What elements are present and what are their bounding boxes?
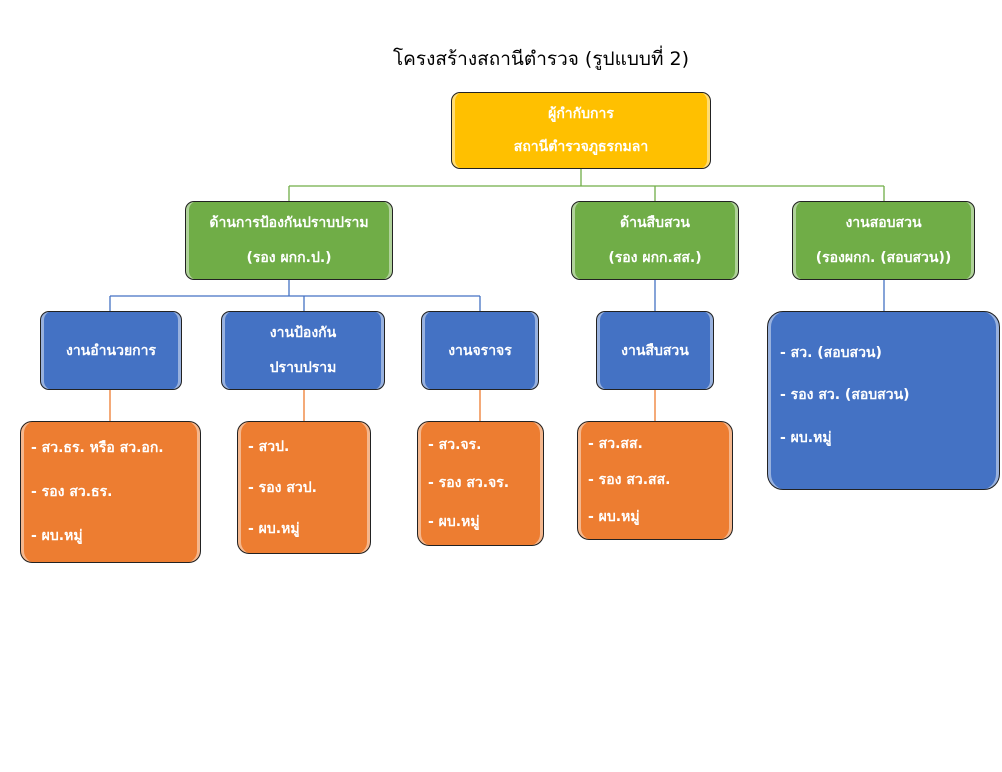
staff-item: - ผบ.หมู่ [588,508,640,525]
staff-item: - ผบ.หมู่ [428,513,480,530]
staff-item: - รอง สว.สส. [588,472,671,489]
staff-item: - สว.จร. [428,437,482,454]
unit-label-2: ปราบปราม [269,359,337,376]
staff-item: - รอง สวป. [248,479,317,496]
unit-label: งานอำนวยการ [65,342,157,359]
division-head: (รอง ผกก.สส.) [608,249,702,266]
superintendent-box[interactable]: ผู้กำกับการ สถานีตำรวจภูธรกมลา [451,92,711,169]
unit-label: งานจราจร [448,342,512,359]
staff-item: - สวป. [248,438,290,455]
division-inquiry[interactable]: งานสอบสวน (รองผกก. (สอบสวน)) [792,201,975,280]
staff-item: - รอง สว.ธร. [31,484,113,500]
division-prevention[interactable]: ด้านการป้องกันปราบปราม (รอง ผกก.ป.) [185,201,393,280]
staff-administration[interactable]: - สว.ธร. หรือ สว.อก. - รอง สว.ธร. - ผบ.ห… [20,421,201,563]
chart-title: โครงสร้างสถานีตำรวจ (รูปแบบที่ 2) [392,48,690,70]
division-investigation[interactable]: ด้านสืบสวน (รอง ผกก.สส.) [571,201,739,280]
division-label: ด้านการป้องกันปราบปราม [209,215,369,232]
staff-item: - ผบ.หมู่ [31,528,83,544]
connector-staff [109,390,656,421]
superintendent-title: ผู้กำกับการ [548,105,614,122]
station-name: สถานีตำรวจภูธรกมลา [513,139,649,156]
staff-traffic[interactable]: - สว.จร. - รอง สว.จร. - ผบ.หมู่ [417,421,544,546]
staff-item: - สว. (สอบสวน) [780,345,882,362]
division-label: งานสอบสวน [845,215,922,232]
division-head: (รองผกก. (สอบสวน)) [815,249,952,266]
connector-investigation [654,280,885,311]
staff-item: - สว.สส. [588,436,643,453]
staff-item: - ผบ.หมู่ [248,520,300,537]
connector-prevention [109,280,481,311]
staff-item: - รอง สว.จร. [428,475,510,492]
division-head: (รอง ผกก.ป.) [246,249,332,266]
unit-label: งานสืบสวน [621,342,689,359]
unit-traffic[interactable]: งานจราจร [421,311,539,390]
staff-item: - ผบ.หมู่ [780,429,832,446]
unit-prevention[interactable]: งานป้องกัน ปราบปราม [221,311,385,390]
staff-item: - สว.ธร. หรือ สว.อก. [31,440,164,456]
connector-top [288,169,885,201]
unit-investigation[interactable]: งานสืบสวน [596,311,714,390]
staff-prevention[interactable]: - สวป. - รอง สวป. - ผบ.หมู่ [237,421,371,554]
unit-administration[interactable]: งานอำนวยการ [40,311,182,390]
inquiry-staff-box[interactable]: - สว. (สอบสวน) - รอง สว. (สอบสวน) - ผบ.ห… [767,311,1000,490]
staff-investigation[interactable]: - สว.สส. - รอง สว.สส. - ผบ.หมู่ [577,421,733,540]
staff-item: - รอง สว. (สอบสวน) [780,387,910,404]
division-label: ด้านสืบสวน [620,215,690,232]
unit-label: งานป้องกัน [269,325,337,342]
